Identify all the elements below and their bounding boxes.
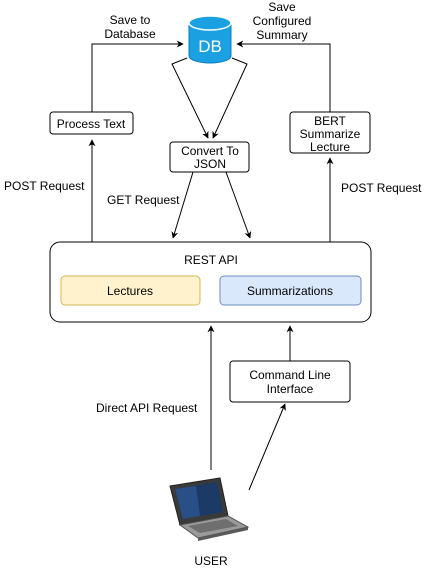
db-to-convert-edge-2 bbox=[212, 57, 248, 139]
bert-line-1: BERT bbox=[314, 114, 346, 128]
save-db-label-line-1: Save to bbox=[110, 13, 151, 27]
save-db-label-line-2: Database bbox=[104, 27, 156, 41]
process-text-node: Process Text bbox=[49, 111, 134, 135]
bert-line-2: Summarize bbox=[300, 127, 361, 141]
database-cylinder: DB bbox=[188, 15, 232, 64]
post-request-right-label: POST Request bbox=[341, 181, 422, 195]
get-request-edge-2 bbox=[225, 171, 252, 239]
cli-line-1: Command Line bbox=[249, 368, 331, 382]
user-label: USER bbox=[194, 554, 228, 568]
summarizations-label: Summarizations bbox=[247, 284, 333, 298]
process-text-label: Process Text bbox=[57, 117, 126, 131]
save-summary-label-line-3: Summary bbox=[256, 28, 307, 42]
save-to-database-edge bbox=[91, 40, 184, 112]
direct-api-request-label: Direct API Request bbox=[96, 401, 198, 415]
command-line-interface-node: Command Line Interface bbox=[229, 360, 351, 403]
save-configured-summary-edge bbox=[236, 40, 331, 112]
convert-to-json-node: Convert To JSON bbox=[169, 141, 250, 173]
laptop-icon bbox=[169, 477, 250, 541]
save-summary-label-line-2: Configured bbox=[253, 14, 312, 28]
lectures-label: Lectures bbox=[107, 284, 153, 298]
lectures-box bbox=[60, 275, 201, 306]
convert-line-1: Convert To bbox=[181, 144, 239, 158]
db-to-convert-edge-1 bbox=[171, 57, 209, 139]
convert-line-2: JSON bbox=[194, 157, 226, 171]
user-to-cli-edge bbox=[248, 403, 286, 491]
summarizations-box bbox=[219, 275, 362, 306]
get-request-label: GET Request bbox=[107, 193, 180, 207]
rest-api-node: REST API Lectures Summarizations bbox=[49, 241, 372, 323]
bert-summarize-node: BERT Summarize Lecture bbox=[289, 111, 371, 154]
database-label: DB bbox=[198, 37, 222, 56]
bert-line-3: Lecture bbox=[310, 140, 350, 154]
get-request-edge-1 bbox=[171, 171, 194, 239]
rest-api-title: REST API bbox=[184, 253, 238, 267]
post-request-left-label: POST Request bbox=[4, 179, 85, 193]
cli-line-2: Interface bbox=[267, 382, 314, 396]
save-summary-label-line-1: Save bbox=[268, 0, 296, 14]
